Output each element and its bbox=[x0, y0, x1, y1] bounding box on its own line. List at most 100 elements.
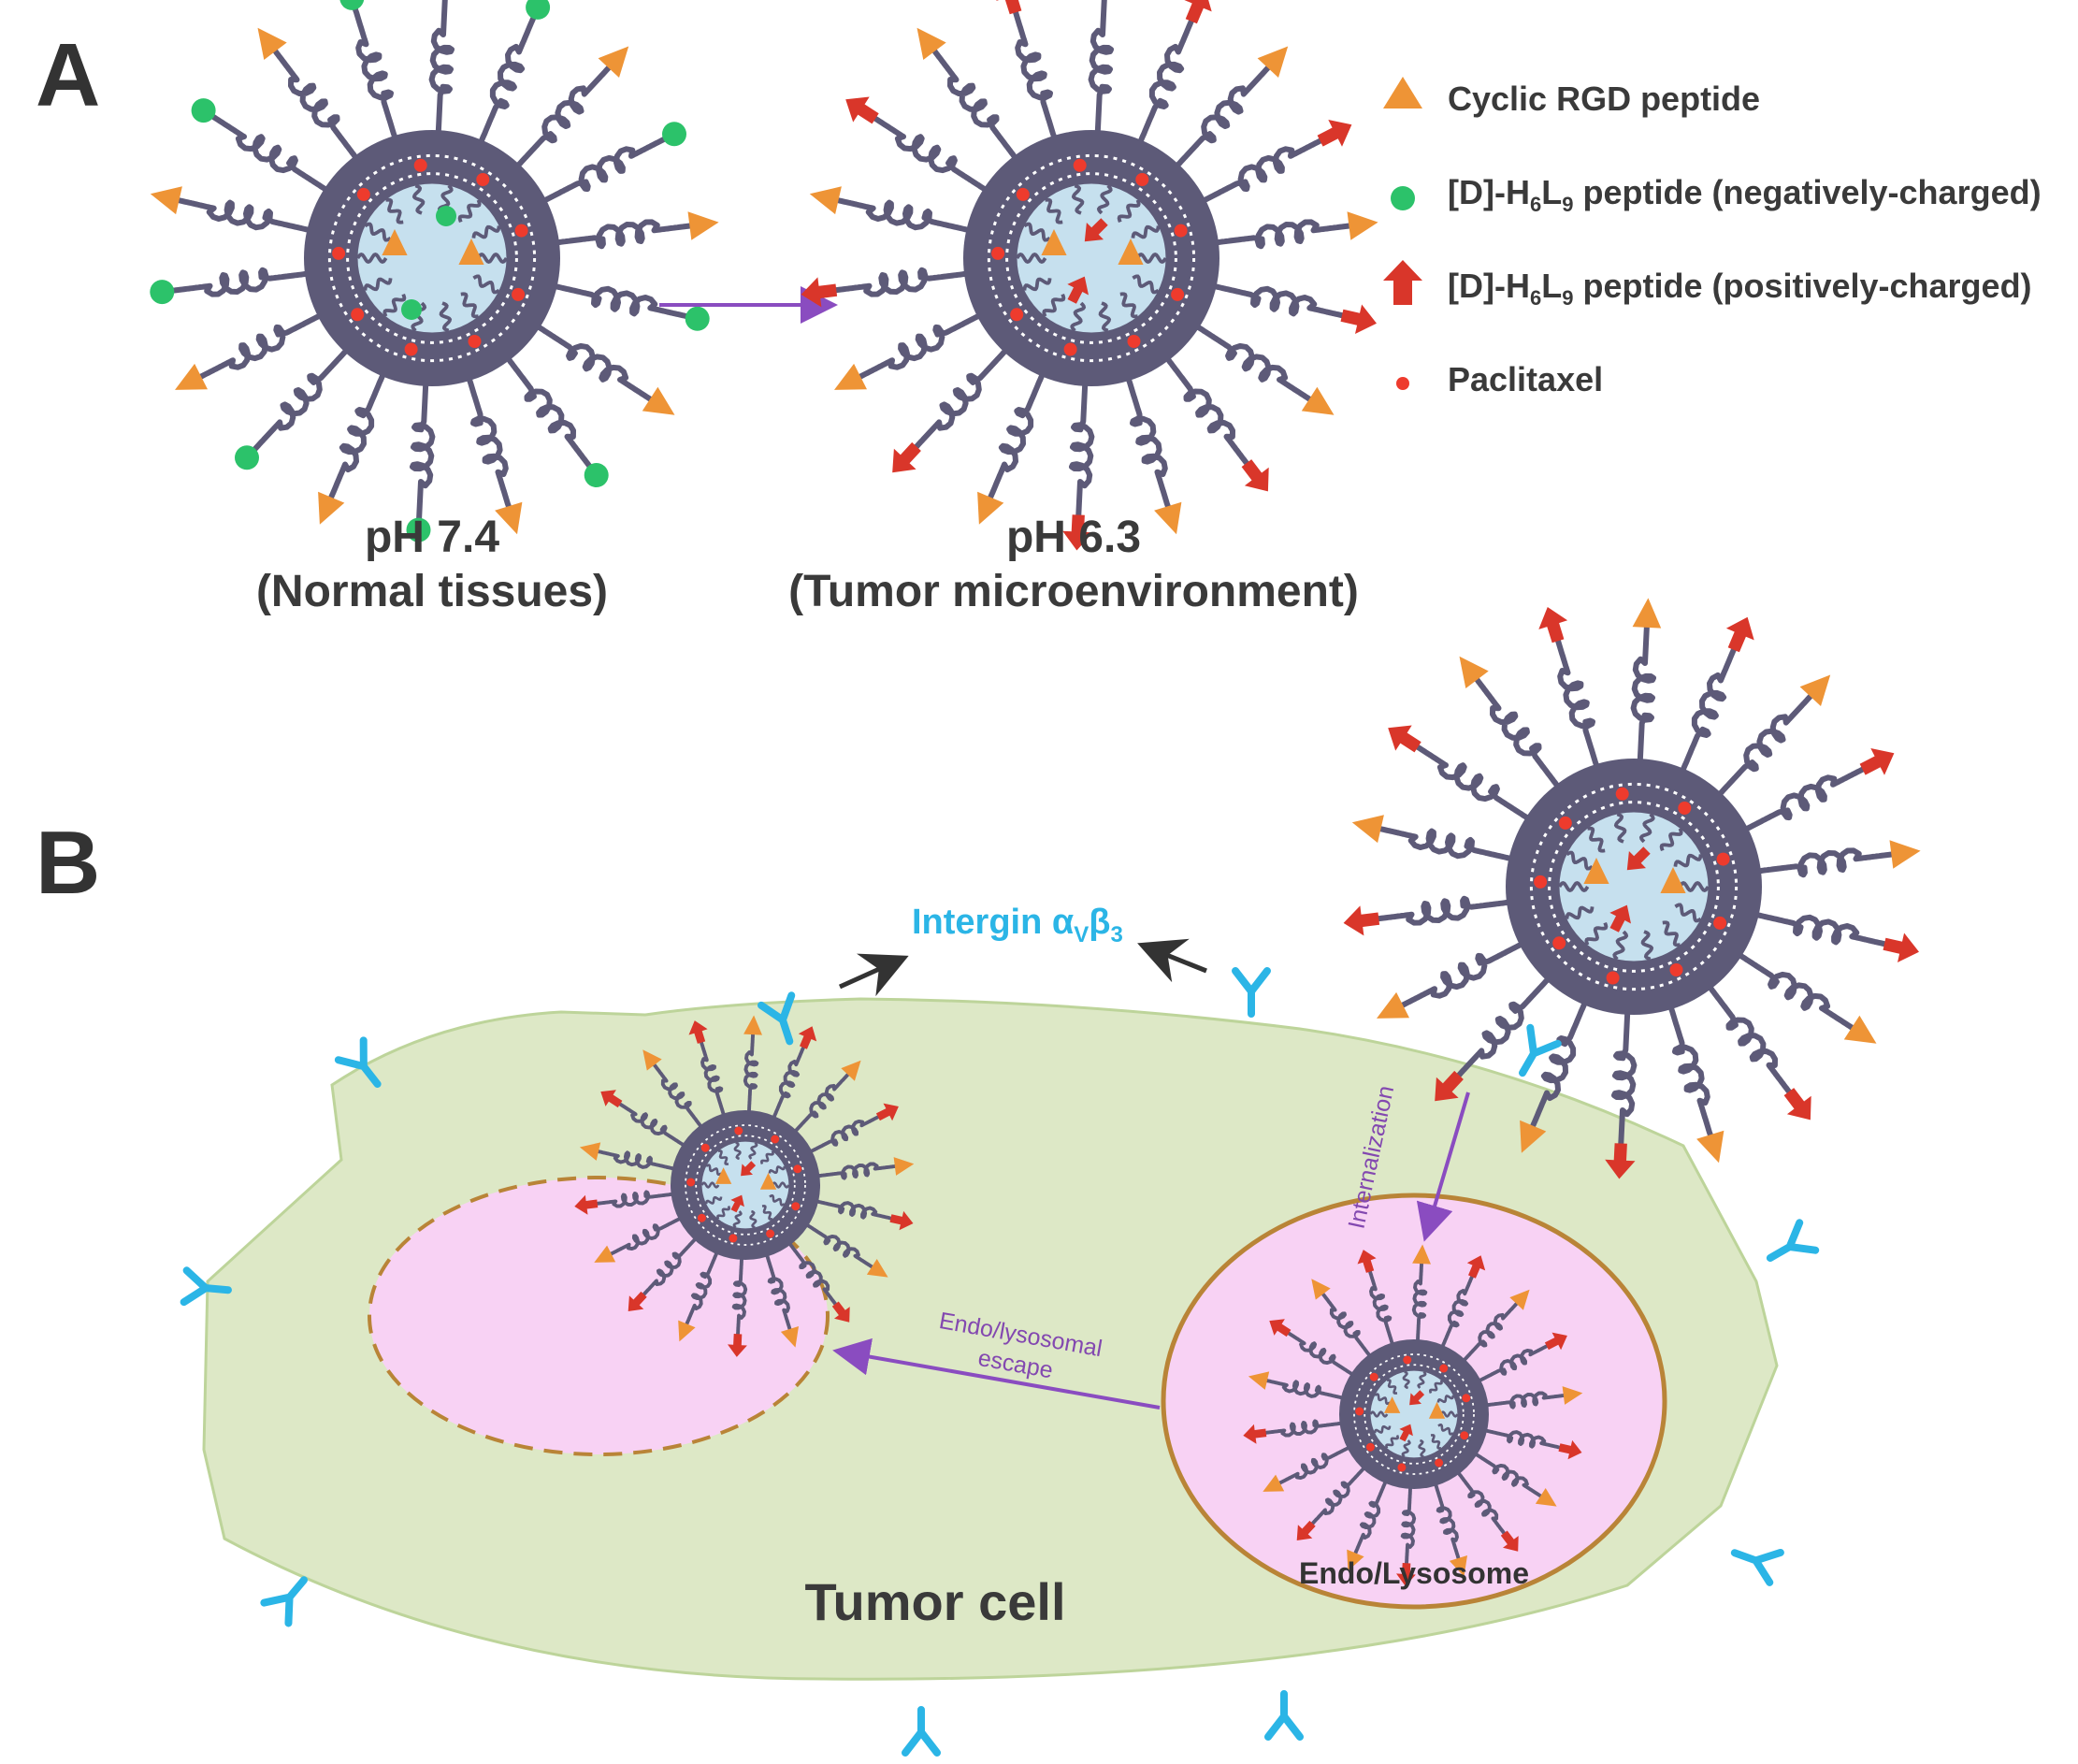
paclitaxel-drug bbox=[734, 1126, 743, 1135]
peptide-chain bbox=[986, 368, 1047, 503]
escape-arrow bbox=[832, 1337, 1161, 1410]
core-tail bbox=[1436, 1395, 1455, 1404]
peptide-chain bbox=[1410, 741, 1534, 823]
core-tail bbox=[382, 293, 407, 317]
positive-peptide bbox=[600, 1090, 623, 1108]
core-tail bbox=[1042, 293, 1066, 317]
paclitaxel-drug bbox=[791, 1202, 801, 1211]
paclitaxel-drug bbox=[1397, 1463, 1407, 1472]
rgd-peptide bbox=[495, 501, 523, 535]
core-tail bbox=[1565, 905, 1595, 920]
paclitaxel-drug bbox=[1678, 802, 1692, 815]
core-tail bbox=[704, 1195, 723, 1205]
positive-peptide bbox=[1296, 1520, 1316, 1540]
micelle-core bbox=[701, 1141, 789, 1229]
rgd-peptide bbox=[150, 186, 182, 215]
rgd-peptide bbox=[1889, 840, 1921, 869]
peptide-chain bbox=[410, 377, 436, 524]
paclitaxel-drug bbox=[1174, 224, 1188, 238]
core-tail bbox=[1674, 903, 1702, 923]
internalization-arrow bbox=[1416, 1092, 1470, 1242]
peptide-chain bbox=[209, 112, 332, 195]
positive-peptide bbox=[831, 1301, 850, 1323]
integrin-icon bbox=[757, 991, 796, 1046]
core-tail bbox=[471, 224, 501, 239]
negative-peptide bbox=[406, 517, 431, 542]
rgd-peptide bbox=[809, 186, 842, 215]
peptide-chain bbox=[1400, 1483, 1417, 1569]
negative-peptide bbox=[235, 445, 259, 470]
legend-rgd-label: Cyclic RGD peptide bbox=[1448, 80, 1760, 118]
paclitaxel-drug bbox=[514, 224, 528, 238]
peptide-chain bbox=[1260, 1419, 1346, 1438]
paclitaxel-drug bbox=[1460, 1431, 1469, 1440]
negative-peptide bbox=[150, 280, 175, 305]
integrin-pointer-right bbox=[1137, 938, 1207, 983]
bilayer-stripes-inner bbox=[1548, 801, 1720, 973]
core-tail bbox=[1131, 224, 1161, 239]
rgd-peptide bbox=[780, 1326, 799, 1348]
core-tail bbox=[718, 1149, 729, 1165]
positive-peptide bbox=[1466, 1255, 1486, 1279]
positive-peptide bbox=[1538, 607, 1568, 643]
peptide-chain bbox=[1172, 63, 1274, 171]
rgd-triangle-icon bbox=[1383, 77, 1422, 108]
integrin-icon bbox=[1232, 967, 1271, 1018]
core-tail bbox=[1374, 1393, 1391, 1405]
paclitaxel-drug bbox=[1171, 287, 1185, 301]
legend-item-positive: [D]-H6L9 peptide (positively-charged) bbox=[1383, 260, 2032, 310]
peptide-chain bbox=[1451, 974, 1553, 1082]
peptide-chain bbox=[607, 1215, 684, 1257]
micelle-core bbox=[357, 183, 507, 333]
tumor-env-label: (Tumor microenvironment) bbox=[788, 567, 1359, 616]
rgd-peptide bbox=[1459, 656, 1489, 688]
peptide-chain bbox=[614, 1100, 687, 1149]
paclitaxel-drug bbox=[351, 308, 365, 322]
rgd-peptide bbox=[1384, 1396, 1401, 1413]
integrin-icon bbox=[260, 1576, 308, 1627]
paclitaxel-drug bbox=[771, 1135, 780, 1144]
core-tail bbox=[1402, 1370, 1410, 1390]
paclitaxel-drug bbox=[476, 173, 490, 186]
peptide-chain bbox=[1750, 911, 1893, 948]
bilayer-stripes-inner bbox=[695, 1135, 796, 1236]
paclitaxel-drug bbox=[697, 1213, 706, 1222]
rgd-peptide bbox=[687, 211, 719, 240]
positive-peptide bbox=[741, 1161, 757, 1177]
core-tail bbox=[1584, 921, 1609, 946]
paclitaxel-drug bbox=[1462, 1394, 1471, 1403]
core-tail bbox=[1673, 853, 1703, 868]
paclitaxel-drug bbox=[468, 335, 482, 348]
negative-peptide bbox=[526, 0, 551, 20]
rgd-peptide bbox=[1347, 1549, 1364, 1571]
panel-a-label: A bbox=[36, 25, 100, 125]
peptide-chain bbox=[1611, 1005, 1638, 1152]
positive-peptide bbox=[1067, 276, 1089, 304]
paclitaxel-drug bbox=[1016, 187, 1030, 201]
peptide-chain bbox=[1162, 353, 1253, 470]
rgd-peptide bbox=[1428, 1401, 1446, 1419]
paclitaxel-drug bbox=[1369, 1372, 1378, 1381]
paclitaxel-drug bbox=[1355, 1407, 1364, 1416]
rgd-peptide bbox=[579, 1142, 601, 1161]
paclitaxel-drug bbox=[1063, 342, 1077, 356]
paclitaxel-drug bbox=[332, 246, 346, 260]
rgd-peptide bbox=[1843, 1015, 1877, 1044]
peptide-chain bbox=[1319, 1290, 1373, 1359]
core-tail bbox=[472, 274, 500, 295]
peptide-chain bbox=[512, 63, 614, 171]
peptide-chain bbox=[1439, 1270, 1476, 1351]
rgd-peptide bbox=[1562, 1386, 1583, 1405]
rgd-peptide bbox=[1263, 1474, 1285, 1492]
peptide-chain bbox=[1739, 763, 1871, 834]
peptide-chain bbox=[1433, 1481, 1462, 1563]
core-tail bbox=[1096, 184, 1113, 215]
positive-peptide bbox=[892, 441, 921, 473]
bilayer-stripes bbox=[987, 153, 1196, 363]
legend-positive-label: [D]-H6L9 peptide (positively-charged) bbox=[1448, 267, 2032, 310]
paclitaxel-drug bbox=[729, 1234, 738, 1243]
peptide-chain bbox=[909, 345, 1011, 454]
core-tail bbox=[1428, 1380, 1443, 1394]
integrin-shape bbox=[260, 1576, 308, 1627]
rgd-peptide bbox=[1311, 1279, 1331, 1300]
